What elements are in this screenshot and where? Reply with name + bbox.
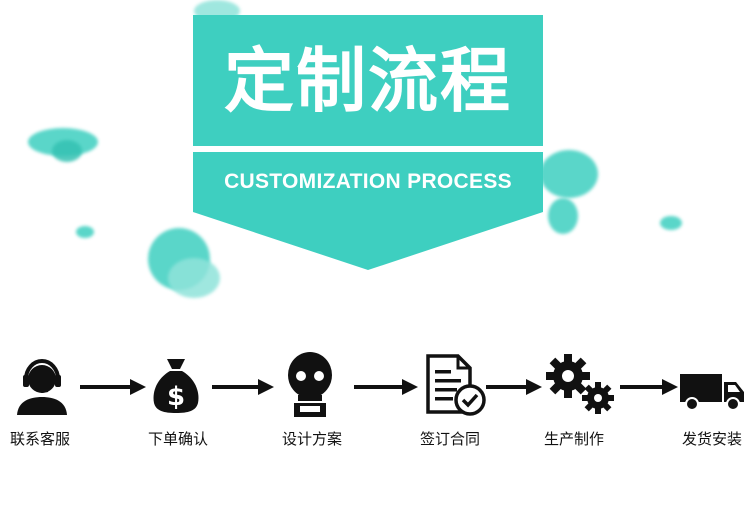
step-label: 下单确认 (148, 428, 208, 449)
paint-splash (660, 216, 682, 230)
delivery-truck-icon (680, 372, 746, 412)
contract-check-icon (424, 354, 486, 416)
step-label: 发货安装 (682, 428, 742, 449)
gears-icon (544, 352, 616, 418)
step-label: 生产制作 (544, 428, 604, 449)
money-bag-icon: $ (150, 355, 202, 415)
paint-splash (52, 140, 82, 162)
paint-splash (540, 150, 598, 198)
flow-arrow (212, 379, 274, 395)
design-mask-icon (284, 351, 336, 419)
paint-splash (548, 198, 578, 234)
page-title: 定制流程 (193, 36, 543, 126)
flow-arrow (80, 379, 146, 395)
flow-arrow (354, 379, 418, 395)
svg-text:$: $ (167, 382, 185, 412)
step-label: 联系客服 (10, 428, 70, 449)
page-subtitle: CUSTOMIZATION PROCESS (193, 170, 543, 194)
headset-agent-icon (14, 353, 70, 415)
flow-arrow (486, 379, 542, 395)
paint-splash (76, 226, 94, 238)
step-label: 签订合同 (420, 428, 480, 449)
flow-arrow (620, 379, 678, 395)
step-label: 设计方案 (282, 428, 342, 449)
